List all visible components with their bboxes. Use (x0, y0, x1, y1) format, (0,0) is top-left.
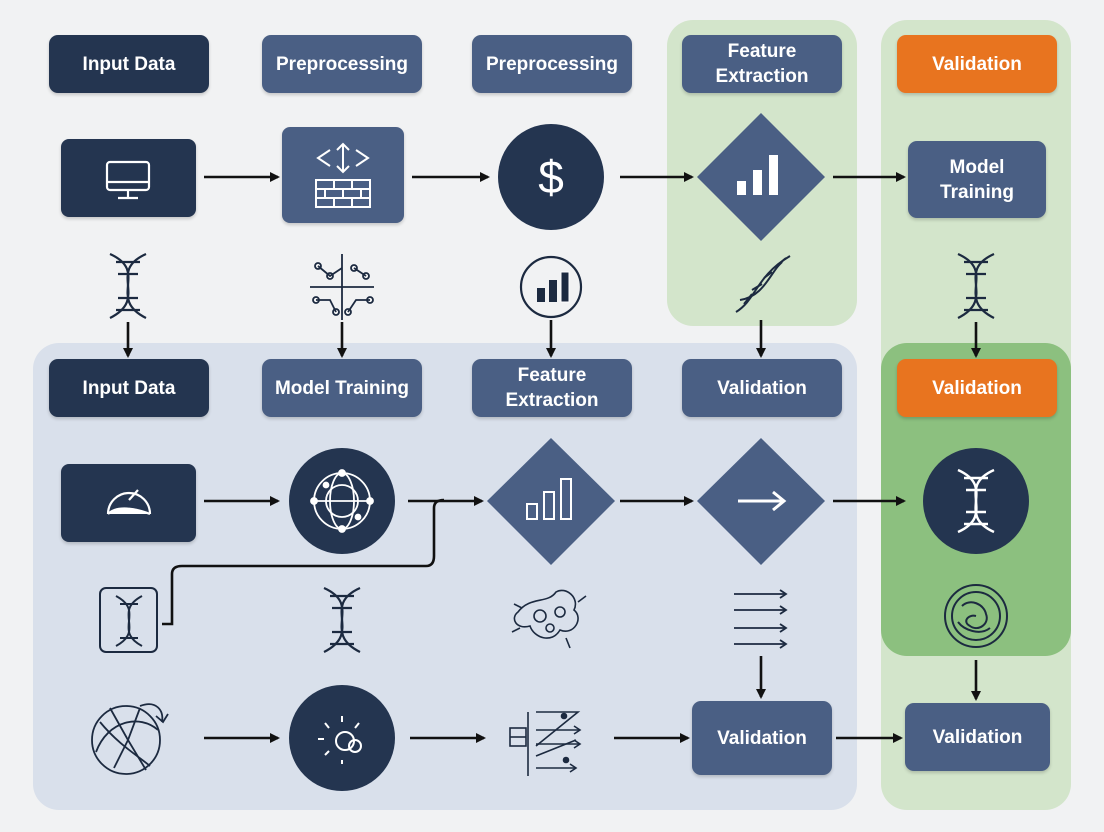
gauge-node (61, 464, 196, 542)
bar-chart-icon (737, 155, 778, 195)
monitor-icon (105, 160, 151, 200)
header-label-input-data: Input Data (49, 35, 209, 93)
mid-label-feature-extraction: Feature Extraction (472, 359, 632, 417)
sparkle-node (289, 685, 395, 791)
globe-icon (310, 469, 374, 533)
connectors (123, 172, 981, 743)
mid-label-input-data: Input Data (49, 359, 209, 417)
dna-icon-2 (735, 255, 791, 313)
bricks-icon (315, 142, 371, 208)
validation-node-bottom-2: Validation (905, 703, 1050, 771)
header-label-validation: Validation (897, 35, 1057, 93)
header-label-preprocessing-1: Preprocessing (262, 35, 422, 93)
gauge-icon (106, 489, 152, 516)
header-label-feature-extraction: Feature Extraction (682, 35, 842, 93)
sparkle-icon (318, 716, 362, 764)
dna-white-icon (957, 468, 995, 534)
dna-icon-1 (109, 252, 147, 319)
mid-label-validation-orange: Validation (897, 359, 1057, 417)
dollar-node (498, 124, 604, 230)
mid-label-model-training: Model Training (262, 359, 422, 417)
bar-chart-outline-icon (526, 478, 572, 520)
header-label-preprocessing-2: Preprocessing (472, 35, 632, 93)
network-icon (310, 254, 374, 320)
molecule-icon (511, 589, 587, 649)
sphere-icon (91, 703, 169, 775)
sorting-icon (509, 711, 582, 776)
monitor-node (61, 139, 196, 217)
feature-diamond-mid (487, 438, 615, 565)
mid-label-validation: Validation (682, 359, 842, 417)
model-training-node: Model Training (908, 141, 1046, 218)
validation-node-bottom-1: Validation (692, 701, 832, 775)
flow-lines-icon (734, 589, 788, 649)
dollar-icon: $ (538, 151, 564, 203)
chart-circle-icon (519, 255, 583, 319)
right-arrow-icon (738, 490, 787, 512)
dna-icon-4 (323, 586, 361, 653)
cell-icon (944, 584, 1008, 648)
dna-icon-3 (957, 252, 995, 319)
dna-frame-icon (99, 587, 158, 653)
